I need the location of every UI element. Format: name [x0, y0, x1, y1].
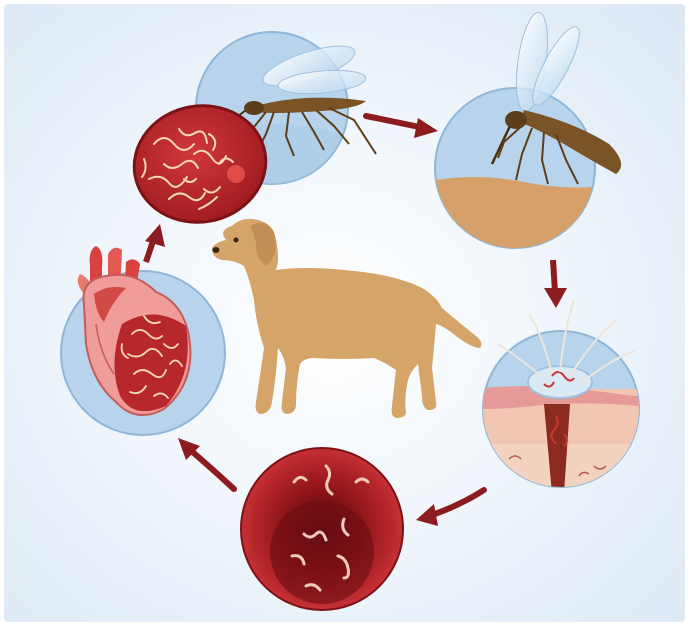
- stage-larvae-in-bloodstream: [241, 448, 403, 610]
- arrow-bottom-left: [178, 438, 234, 489]
- stage-mosquito-bite: [424, 11, 621, 264]
- diagram-canvas: [4, 4, 685, 622]
- arrow-left-up: [145, 224, 165, 262]
- stage-larvae-enter-skin: [474, 300, 658, 504]
- arrow-right-down: [544, 260, 567, 308]
- dog-icon: [212, 219, 481, 418]
- arrow-bottom-right: [416, 490, 484, 526]
- stage-worms-in-heart: [61, 246, 225, 435]
- arrow-top: [366, 116, 438, 138]
- heartworm-lifecycle-diagram: [4, 4, 685, 622]
- stage-mosquito-feeding: [125, 32, 376, 233]
